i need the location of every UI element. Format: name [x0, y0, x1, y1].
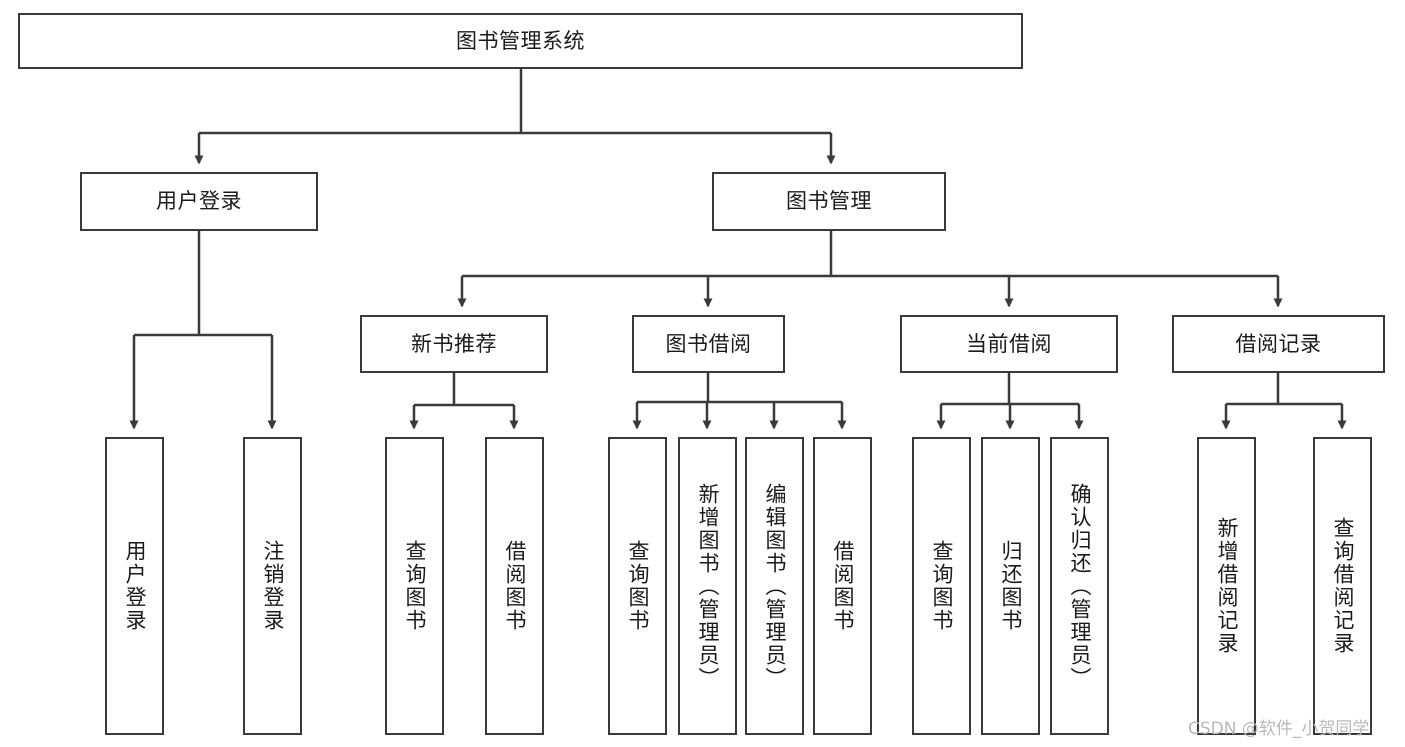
- leaf-return-book[interactable]: 归还图书: [981, 437, 1040, 735]
- node-label: 图书借阅: [665, 331, 752, 356]
- node-label: 借阅图书: [831, 540, 855, 632]
- leaf-query-borrow-record[interactable]: 查询借阅记录: [1313, 437, 1372, 735]
- leaf-borrow-book[interactable]: 借阅图书: [813, 437, 872, 735]
- node-label: 新增图书（管理员）: [696, 482, 720, 690]
- node-label: 借阅记录: [1235, 331, 1322, 356]
- node-label: 用户登录: [123, 540, 147, 632]
- node-label: 编辑图书（管理员）: [763, 482, 787, 690]
- leaf-edit-book-admin[interactable]: 编辑图书（管理员）: [745, 437, 804, 735]
- leaf-query-book-current[interactable]: 查询图书: [912, 437, 971, 735]
- node-label: 归还图书: [999, 540, 1023, 632]
- node-label: 新书推荐: [411, 331, 497, 356]
- node-label: 用户登录: [156, 189, 242, 214]
- node-new-book-recommend[interactable]: 新书推荐: [360, 315, 548, 373]
- node-label: 当前借阅: [966, 331, 1052, 356]
- node-borrow-record[interactable]: 借阅记录: [1172, 315, 1385, 373]
- node-label: 确认归还（管理员）: [1068, 482, 1092, 690]
- node-book-borrow[interactable]: 图书借阅: [632, 315, 785, 373]
- leaf-user-login[interactable]: 用户登录: [105, 437, 164, 735]
- node-label: 查询图书: [930, 540, 954, 632]
- node-label: 图书管理系统: [456, 28, 585, 53]
- leaf-logout-login[interactable]: 注销登录: [243, 437, 302, 735]
- node-label: 借阅图书: [503, 540, 527, 632]
- leaf-add-book-admin[interactable]: 新增图书（管理员）: [678, 437, 737, 735]
- node-label: 查询图书: [626, 540, 650, 632]
- leaf-borrow-book-recommend[interactable]: 借阅图书: [485, 437, 544, 735]
- node-book-management[interactable]: 图书管理: [712, 172, 946, 231]
- node-user-login[interactable]: 用户登录: [80, 172, 318, 231]
- leaf-query-book-recommend[interactable]: 查询图书: [385, 437, 444, 735]
- leaf-add-borrow-record[interactable]: 新增借阅记录: [1197, 437, 1256, 735]
- node-label: 新增借阅记录: [1215, 517, 1239, 655]
- csdn-watermark: CSDN @软件_小贺同学: [1188, 719, 1370, 739]
- node-label: 注销登录: [261, 540, 285, 632]
- node-current-borrow[interactable]: 当前借阅: [900, 315, 1118, 373]
- node-label: 查询图书: [403, 540, 427, 632]
- leaf-query-book-borrow[interactable]: 查询图书: [608, 437, 667, 735]
- node-root-system[interactable]: 图书管理系统: [18, 13, 1023, 69]
- node-label: 图书管理: [786, 189, 872, 214]
- node-label: 查询借阅记录: [1331, 517, 1355, 655]
- leaf-confirm-return-admin[interactable]: 确认归还（管理员）: [1050, 437, 1109, 735]
